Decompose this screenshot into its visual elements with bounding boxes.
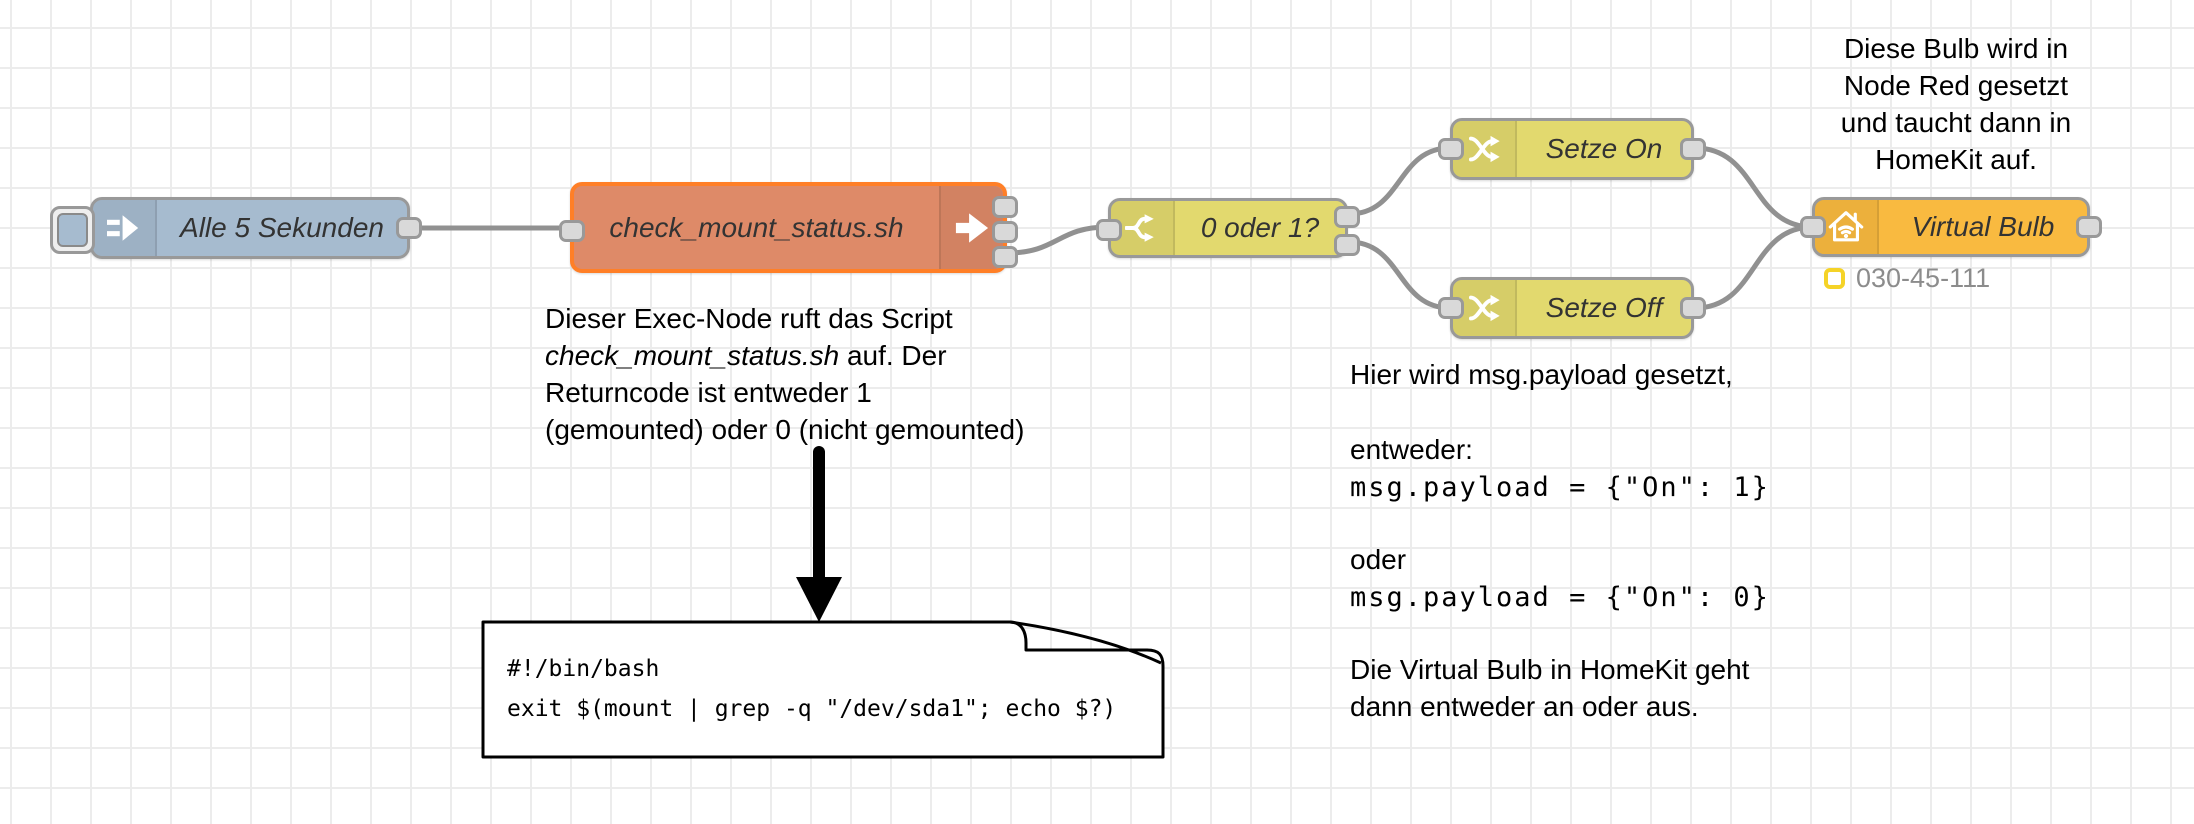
- payload-annotation-oder: oder: [1350, 544, 1407, 575]
- script-line-shebang: #!/bin/bash: [507, 656, 660, 682]
- bulb-annotation-line: Node Red gesetzt: [1843, 70, 2069, 101]
- wire-switch-to-setze-off[interactable]: [1346, 239, 1453, 311]
- homekit-output-port[interactable]: [2076, 216, 2102, 238]
- exec-annotation-line-rest: auf. Der: [839, 340, 947, 371]
- exec-output-port-1[interactable]: [992, 196, 1018, 218]
- change-off-output-port[interactable]: [1680, 297, 1706, 319]
- switch-branch-icon: [1125, 214, 1154, 242]
- bulb-annotation-line: Diese Bulb wird in: [1843, 33, 2069, 64]
- inject-trigger-button-face: [57, 213, 88, 247]
- node-homekit-virtual-bulb[interactable]: Virtual Bulb: [1800, 197, 2102, 257]
- script-line-exit: exit $(mount | grep -q "/dev/sda1"; echo…: [507, 696, 1117, 722]
- change-on-node-label: Setze On: [1545, 133, 1663, 164]
- switch-output-port-1[interactable]: [1334, 206, 1360, 228]
- payload-annotation-intro: Hier wird msg.payload gesetzt,: [1350, 359, 1733, 390]
- homekit-status-id: 030-45-111: [1856, 263, 1991, 293]
- wire-exec-to-switch[interactable]: [1004, 224, 1111, 256]
- switch-icon-region: [1111, 201, 1175, 255]
- change-on-input-port[interactable]: [1438, 138, 1464, 160]
- exec-arrow-icon: [955, 212, 989, 243]
- script-document-text: #!/bin/bash exit $(mount | grep -q "/dev…: [507, 649, 1116, 729]
- switch-output-port-2[interactable]: [1334, 234, 1360, 256]
- change-shuffle-icon: [1468, 135, 1500, 163]
- inject-output-port[interactable]: [396, 217, 422, 239]
- wire-setze-off-to-bulb[interactable]: [1692, 224, 1816, 311]
- inject-arrow-icon: [107, 215, 139, 241]
- change-off-input-port[interactable]: [1438, 297, 1464, 319]
- exec-node-label: check_mount_status.sh: [609, 211, 904, 243]
- node-change-setze-off[interactable]: Setze Off: [1438, 277, 1706, 339]
- homekit-node-label: Virtual Bulb: [1911, 211, 2055, 242]
- homekit-house-icon: [1828, 211, 1864, 242]
- exec-output-port-3[interactable]: [992, 246, 1018, 268]
- bulb-annotation-line: HomeKit auf.: [1875, 144, 2037, 175]
- node-inject[interactable]: Alle 5 Sekunden: [50, 197, 422, 259]
- bulb-annotation-line: und taucht dann in: [1840, 107, 2072, 138]
- exec-annotation-line: Dieser Exec-Node ruft das Script: [545, 303, 953, 334]
- inject-icon-region: [93, 200, 157, 256]
- node-switch[interactable]: 0 oder 1?: [1096, 198, 1360, 258]
- change-on-output-port[interactable]: [1680, 138, 1706, 160]
- exec-annotation-line: check_mount_status.sh auf. Der: [545, 337, 1125, 374]
- script-name-italic: check_mount_status.sh: [545, 340, 840, 371]
- payload-code-on-1: msg.payload = {"On": 1}: [1350, 472, 1770, 503]
- inject-trigger-button[interactable]: [50, 206, 95, 254]
- exec-annotation: Dieser Exec-Node ruft das Script check_m…: [545, 300, 1125, 448]
- status-ring-icon: [1824, 268, 1845, 289]
- script-document-shape: [481, 620, 1165, 759]
- inject-node-label: Alle 5 Sekunden: [180, 212, 384, 243]
- wire-switch-to-setze-on[interactable]: [1346, 145, 1453, 217]
- node-exec[interactable]: check_mount_status.sh: [559, 182, 1018, 273]
- homekit-node-status: 030-45-111: [1824, 263, 1990, 294]
- bulb-annotation: Diese Bulb wird in Node Red gesetzt und …: [1795, 30, 2117, 178]
- exec-input-port[interactable]: [559, 220, 585, 242]
- switch-input-port[interactable]: [1096, 219, 1122, 241]
- homekit-input-port[interactable]: [1800, 216, 1826, 238]
- payload-annotation-outro-2: dann entweder an oder aus.: [1350, 691, 1699, 722]
- exec-annotation-line: Returncode ist entweder 1: [545, 377, 872, 408]
- change-off-node-label: Setze Off: [1545, 292, 1663, 323]
- exec-output-port-2[interactable]: [992, 221, 1018, 243]
- switch-node-label: 0 oder 1?: [1200, 212, 1320, 243]
- payload-annotation-outro-1: Die Virtual Bulb in HomeKit geht: [1350, 654, 1750, 685]
- node-change-setze-on[interactable]: Setze On: [1438, 118, 1706, 180]
- annotation-arrow-down: [796, 446, 842, 622]
- payload-code-on-0: msg.payload = {"On": 0}: [1350, 582, 1770, 613]
- payload-annotation-entweder: entweder:: [1350, 434, 1473, 465]
- change-shuffle-icon: [1468, 294, 1500, 322]
- wire-setze-on-to-bulb[interactable]: [1692, 145, 1816, 230]
- exec-annotation-line: (gemounted) oder 0 (nicht gemounted): [545, 414, 1025, 445]
